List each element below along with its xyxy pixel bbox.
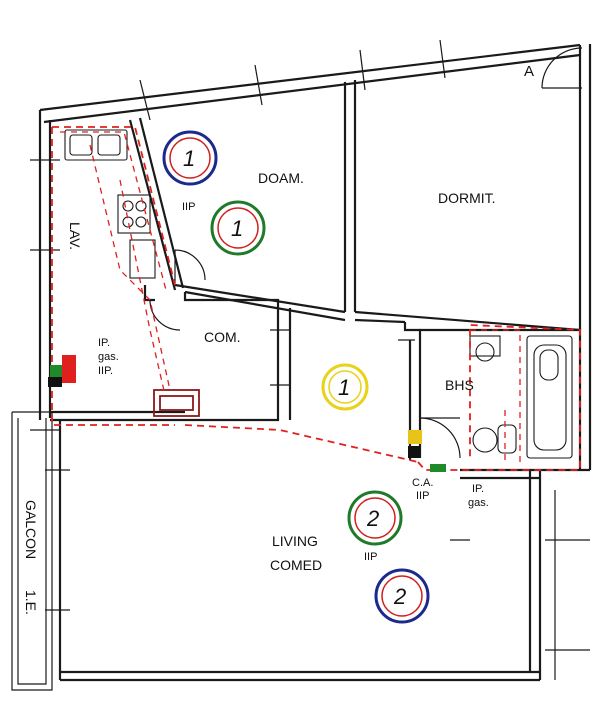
marker-center-yellow: 1 [321, 363, 369, 411]
stair-door: A [524, 47, 583, 89]
gas-meter-right-icon [430, 464, 446, 472]
stair-label: A [524, 63, 534, 80]
room-label-doam: DOAM. [258, 170, 304, 186]
room-label-bhs: BHS [445, 377, 474, 393]
note-ip-gas-left-3: IIP. [98, 365, 113, 377]
marker-living-blue: 2 [374, 568, 430, 624]
window-marks [30, 39, 590, 680]
marker-doam-blue: 1 [162, 130, 218, 186]
meters [48, 355, 446, 472]
gas-meter-icon [50, 365, 62, 377]
note-ip-gas-left-1: IP. [98, 337, 110, 349]
note-ip-gas-left-2: gas. [98, 351, 119, 363]
marker-number: 1 [183, 146, 195, 171]
water-meter-icon [408, 430, 422, 444]
room-label-lav: LAV. [67, 222, 83, 250]
note-ip-gas-right-2: gas. [468, 497, 489, 509]
room-label-galcon: GALCON [23, 500, 39, 559]
room-label-dormit: DORMIT. [438, 190, 496, 206]
note-ip-gas-right-1: IP. [472, 483, 484, 495]
note-iip-living: IIP [364, 551, 377, 563]
marker-number: 2 [393, 584, 406, 609]
gas-boiler-icon [62, 355, 76, 383]
gas-valve-icon [48, 377, 62, 387]
marker-number: 1 [231, 216, 243, 241]
bathroom-fixtures [469, 335, 573, 459]
balcony-outline [11, 411, 53, 691]
marker-number: 1 [338, 375, 350, 400]
marker-doam-green: 1 [210, 200, 266, 256]
outer-walls [38, 43, 592, 682]
note-ca-2: IIP [416, 490, 429, 502]
room-label-com: COM. [204, 329, 241, 345]
note-ca-1: C.A. [412, 477, 433, 489]
meter-box-icon [408, 446, 420, 458]
doors [149, 249, 461, 459]
note-iip-top: IIP [182, 201, 195, 213]
gas-pipes [51, 126, 581, 471]
room-label-living: LIVING [272, 533, 318, 549]
interior-walls [50, 80, 590, 480]
marker-number: 2 [366, 506, 379, 531]
room-label-galcon-level: 1.E. [23, 590, 39, 615]
room-label-comed: COMED [270, 557, 322, 573]
marker-living-green: 2 [347, 490, 403, 546]
